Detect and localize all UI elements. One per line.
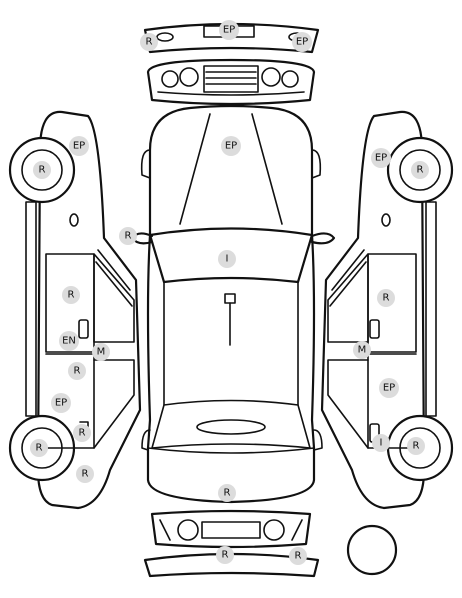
car-body-top bbox=[130, 104, 336, 504]
damage-marker-front-bumper-left: R bbox=[140, 33, 158, 51]
damage-marker-hood: EP bbox=[221, 136, 241, 156]
damage-marker-roof: I bbox=[218, 250, 236, 268]
damage-marker-dot bbox=[76, 465, 94, 483]
spare-tire bbox=[346, 524, 398, 576]
damage-marker-front-bumper-right: EP bbox=[292, 32, 312, 52]
damage-marker-right-front-wheel: R bbox=[411, 161, 429, 179]
damage-marker-right-rear-wheel: R bbox=[407, 437, 425, 455]
damage-marker-right-front-fender: EP bbox=[371, 148, 391, 168]
damage-marker-dot bbox=[30, 439, 48, 457]
damage-marker-label: R bbox=[146, 37, 153, 48]
damage-marker-dot bbox=[92, 343, 110, 361]
damage-marker-label: R bbox=[82, 469, 89, 480]
damage-marker-dot bbox=[411, 161, 429, 179]
damage-marker-dot bbox=[221, 136, 241, 156]
damage-marker-label: R bbox=[36, 443, 43, 454]
damage-marker-label: R bbox=[68, 290, 75, 301]
damage-marker-dot bbox=[372, 434, 390, 452]
damage-marker-dot bbox=[119, 227, 137, 245]
damage-marker-rear-bumper-center: R bbox=[216, 546, 234, 564]
damage-marker-label: R bbox=[39, 165, 46, 176]
damage-marker-label: EP bbox=[55, 398, 67, 409]
damage-marker-dot bbox=[140, 33, 158, 51]
damage-marker-left-rear-door-lower: EP bbox=[51, 393, 71, 413]
damage-marker-left-front-fender: EP bbox=[69, 136, 89, 156]
rear-view bbox=[150, 509, 312, 549]
damage-marker-label: R bbox=[79, 428, 86, 439]
damage-marker-dot bbox=[59, 331, 79, 351]
damage-marker-label: R bbox=[295, 551, 302, 562]
damage-marker-left-rear-door: R bbox=[68, 362, 86, 380]
damage-marker-label: EP bbox=[223, 25, 235, 36]
damage-marker-dot bbox=[292, 32, 312, 52]
damage-marker-dot bbox=[69, 136, 89, 156]
damage-marker-dot bbox=[62, 286, 80, 304]
damage-marker-left-pillar: M bbox=[92, 343, 110, 361]
damage-marker-label: EP bbox=[296, 37, 308, 48]
damage-marker-rear-bumper-right: R bbox=[289, 547, 307, 565]
damage-marker-left-mirror: R bbox=[119, 227, 137, 245]
damage-marker-dot bbox=[407, 437, 425, 455]
damage-markers: R EP EP EP EP EP R R R I R R EN M M R EP EP R I R R R R R R bbox=[30, 20, 429, 565]
damage-marker-label: EP bbox=[383, 383, 395, 394]
damage-marker-dot bbox=[218, 484, 236, 502]
damage-marker-right-pillar: M bbox=[353, 341, 371, 359]
damage-marker-right-front-door: R bbox=[377, 289, 395, 307]
damage-marker-dot bbox=[73, 424, 91, 442]
damage-marker-dot bbox=[371, 148, 391, 168]
damage-marker-label: R bbox=[224, 488, 231, 499]
damage-marker-label: R bbox=[383, 293, 390, 304]
damage-marker-dot bbox=[377, 289, 395, 307]
damage-marker-left-front-door: R bbox=[62, 286, 80, 304]
damage-marker-label: EP bbox=[225, 141, 237, 152]
damage-marker-dot bbox=[379, 378, 399, 398]
damage-marker-left-rear-quarter: R bbox=[76, 465, 94, 483]
damage-marker-label: EP bbox=[375, 153, 387, 164]
front-grille bbox=[146, 58, 316, 106]
damage-marker-label: R bbox=[74, 366, 81, 377]
damage-marker-label: R bbox=[417, 165, 424, 176]
damage-marker-dot bbox=[219, 20, 239, 40]
damage-marker-dot bbox=[289, 547, 307, 565]
car-side-left bbox=[8, 110, 142, 510]
damage-marker-dot bbox=[216, 546, 234, 564]
rear-bumper bbox=[143, 552, 320, 578]
damage-marker-label: M bbox=[97, 347, 106, 358]
damage-marker-label: EP bbox=[73, 141, 85, 152]
damage-marker-left-front-door-edge: EN bbox=[59, 331, 79, 351]
damage-marker-right-rear-handle: I bbox=[372, 434, 390, 452]
damage-marker-label: I bbox=[226, 254, 229, 265]
damage-marker-label: R bbox=[222, 550, 229, 561]
damage-marker-right-rear-door: EP bbox=[379, 378, 399, 398]
damage-marker-dot bbox=[353, 341, 371, 359]
damage-marker-label: EN bbox=[62, 336, 76, 347]
damage-marker-left-rear-wheel: R bbox=[30, 439, 48, 457]
damage-marker-dot bbox=[51, 393, 71, 413]
damage-marker-label: R bbox=[125, 231, 132, 242]
damage-marker-label: I bbox=[380, 438, 383, 449]
damage-marker-label: R bbox=[413, 441, 420, 452]
damage-marker-trunk: R bbox=[218, 484, 236, 502]
damage-marker-dot bbox=[33, 161, 51, 179]
damage-marker-front-bumper-center: EP bbox=[219, 20, 239, 40]
damage-marker-left-front-wheel: R bbox=[33, 161, 51, 179]
damage-marker-dot bbox=[218, 250, 236, 268]
damage-marker-dot bbox=[68, 362, 86, 380]
damage-marker-left-rear-handle: R bbox=[73, 424, 91, 442]
damage-marker-label: M bbox=[358, 345, 367, 356]
